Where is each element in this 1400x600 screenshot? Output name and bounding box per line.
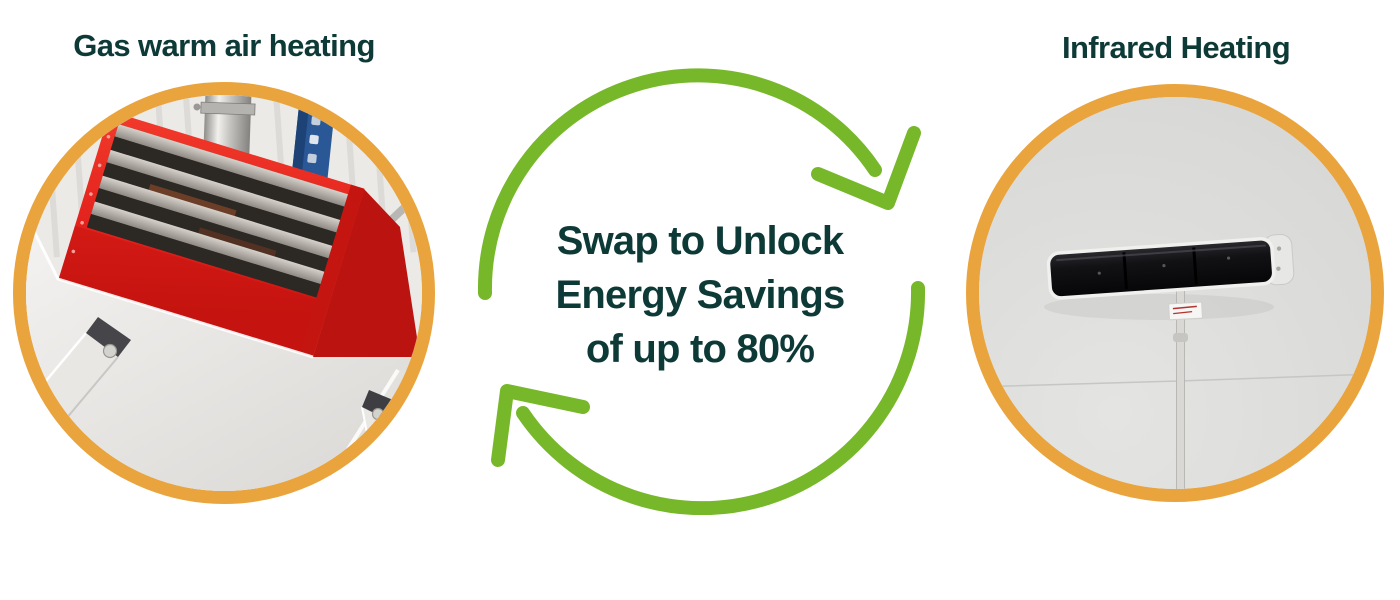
beam-bolt — [102, 343, 118, 359]
frame-screws — [71, 134, 111, 254]
cycle-arrowhead-left — [491, 384, 590, 467]
headline-line-1: Swap to Unlock — [556, 219, 844, 263]
beam-bolt — [371, 407, 385, 421]
infrared-heater-photo-circle — [966, 84, 1384, 502]
cycle-arrowhead-right — [811, 126, 921, 210]
cycle-arc-bottom — [516, 281, 926, 515]
headline-line-2: Energy Savings — [555, 273, 846, 317]
infrared-heater-photo — [979, 97, 1371, 489]
gas-heater-photo-circle — [13, 82, 435, 504]
grille-side-face — [313, 189, 420, 357]
headline-line-3: of up to 80% — [585, 327, 815, 371]
infrared-heater-bar — [1046, 233, 1295, 300]
bar-shadow — [1044, 294, 1274, 320]
headline: Swap to Unlock Energy Savings of up to 8… — [525, 214, 875, 376]
warning-label — [1168, 301, 1203, 321]
mounting-beam-rear — [361, 390, 416, 491]
wall-background — [979, 97, 1371, 489]
gas-heating-title: Gas warm air heating — [73, 28, 375, 63]
red-louvre-grille — [58, 111, 365, 358]
infrared-heating-title: Infrared Heating — [1061, 30, 1291, 65]
metal-louvres — [86, 124, 349, 298]
swap-cycle-arrows-icon — [477, 68, 926, 515]
cycle-arc-top — [477, 68, 882, 300]
gas-heater-photo — [26, 95, 422, 491]
